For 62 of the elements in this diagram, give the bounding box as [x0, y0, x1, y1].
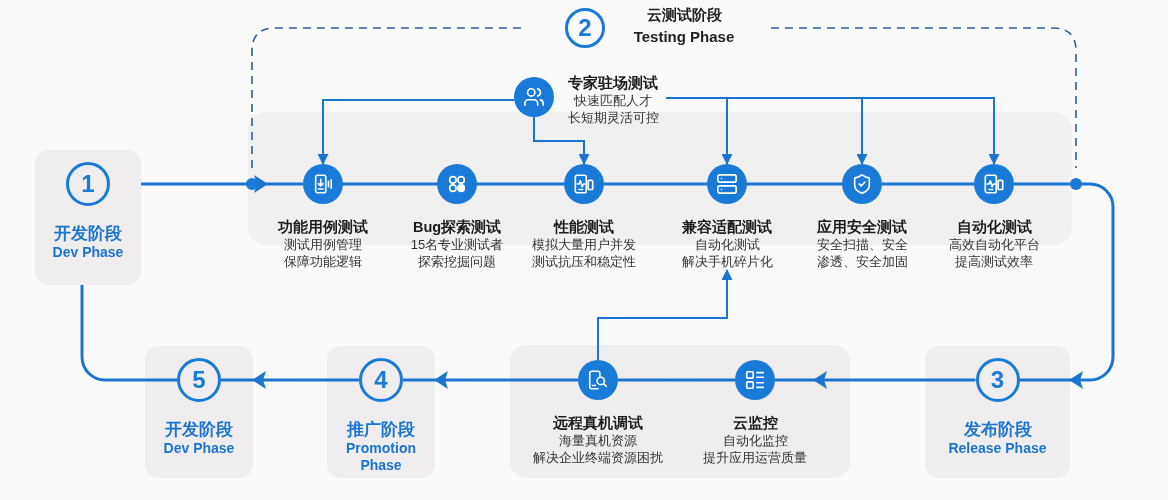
arrow	[665, 97, 1000, 165]
step-description: 自动化测试	[694, 236, 760, 253]
connector-line	[638, 182, 675, 186]
step-description: 安全扫描、安全渗透、安全加固	[815, 236, 909, 270]
step-description: 提高测试效率	[955, 253, 1033, 270]
step-description: 快速匹配人才	[574, 92, 652, 109]
arrow	[533, 125, 590, 165]
connector-line	[379, 182, 410, 186]
step-description: 探索挖掘问题	[418, 253, 496, 270]
step-number: 5	[177, 358, 221, 402]
step-title: 自动化测试	[956, 218, 1032, 236]
step-title: Bug探索测试	[412, 218, 502, 236]
step-description: 模拟大量用户并发	[532, 236, 636, 253]
connector-line	[504, 182, 530, 186]
phase-title: 发布阶段	[963, 420, 1032, 440]
step-number: 2	[565, 8, 605, 48]
step-description: 解决企业终端资源困扰	[533, 449, 663, 466]
phase-title: 推广阶段	[347, 420, 415, 440]
arrow	[141, 175, 268, 193]
step-number: 1	[66, 162, 110, 206]
arrow	[813, 371, 925, 389]
step-title: 兼容适配测试	[682, 218, 772, 236]
arrow	[434, 371, 528, 389]
step-description: 高效自动化平台	[948, 236, 1040, 253]
arrow	[317, 99, 515, 165]
phase-title: 开发阶段	[54, 224, 122, 244]
step-description: 自动化监控	[722, 432, 788, 449]
phase-subtitle: Dev Phase	[51, 244, 125, 261]
step-title: 远程真机调试	[553, 414, 643, 432]
phase-card	[925, 346, 1070, 478]
step-title: 性能测试	[554, 218, 614, 236]
phase-subtitle: Dev Phase	[162, 440, 236, 457]
step-title: 云监控	[732, 414, 778, 432]
step-number: 3	[975, 358, 1020, 402]
step-description: 保障功能逻辑	[284, 253, 362, 270]
step-title: 应用安全测试	[817, 218, 907, 236]
arrow	[252, 371, 327, 389]
group-panel	[510, 345, 850, 478]
stage-title: Testing Phase	[632, 27, 736, 47]
connector-line	[779, 182, 810, 186]
phase-subtitle: Release Phase	[947, 440, 1048, 457]
step-number: 4	[359, 358, 403, 402]
connector-line	[914, 182, 942, 186]
step-description: 解决手机碎片化	[681, 253, 773, 270]
step-title: 专家驻场测试	[568, 74, 658, 92]
step-description: 提升应用运营质量	[703, 449, 807, 466]
arrow	[597, 269, 733, 361]
phase-card	[327, 346, 435, 478]
step-description: 测试用例管理	[284, 236, 362, 253]
stage-title: 云测试阶段	[645, 5, 723, 25]
phase-card	[145, 346, 253, 478]
step-description: 测试抗压和稳定性	[532, 253, 636, 270]
step-description: 15名专业测试者	[410, 236, 504, 253]
step-title: 功能用例测试	[278, 218, 368, 236]
step-description: 海量真机资源	[559, 432, 637, 449]
phase-title: 开发阶段	[165, 420, 233, 440]
phase-subtitle: Promotion Phase	[345, 440, 417, 474]
step-description: 长短期灵活可控	[567, 109, 659, 126]
connector-line	[80, 285, 145, 382]
arrow	[1046, 182, 1115, 389]
connector-line	[668, 378, 696, 382]
phase-card	[35, 150, 141, 285]
